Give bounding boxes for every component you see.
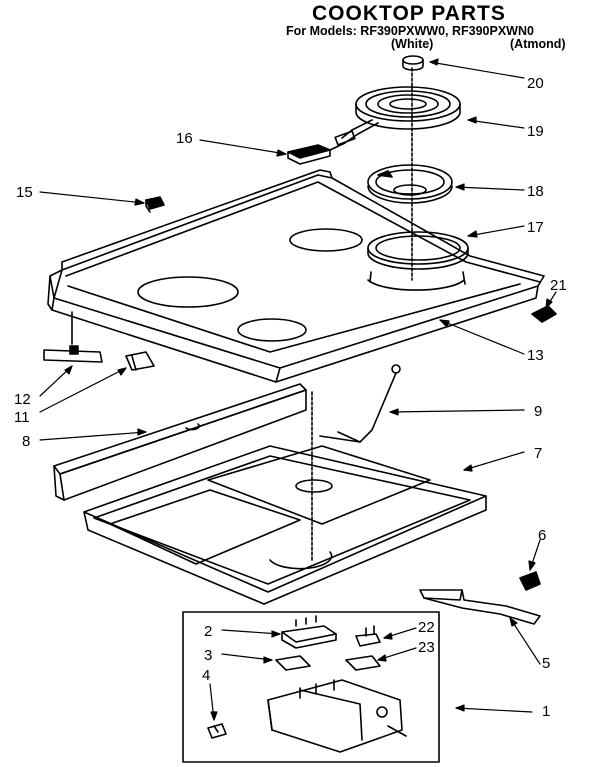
callout-numbers: 20 19 16 18 15 17 21 13 12 11 9 8 7 6 2 … (14, 75, 567, 720)
part-12-bracket (43, 311, 103, 363)
part-7-burner-box (83, 445, 487, 605)
part-4-clip (207, 723, 227, 739)
part-20-knob (402, 55, 424, 71)
callout-17: 17 (527, 219, 544, 236)
callout-5: 5 (542, 655, 550, 672)
part-1-bracket-assembly (267, 679, 407, 753)
callout-3: 3 (204, 647, 212, 664)
callout-4: 4 (202, 667, 210, 684)
part-13-cooktop (47, 169, 545, 383)
callout-12: 12 (14, 391, 31, 408)
part-9-rod (319, 364, 401, 443)
part-19-surface-element (334, 86, 461, 146)
part-23-insulator (345, 655, 381, 671)
callout-6: 6 (538, 527, 546, 544)
callout-15: 15 (16, 184, 33, 201)
part-8-front-rail (53, 383, 307, 501)
part-17-trim-ring (367, 231, 469, 270)
callout-18: 18 (527, 183, 544, 200)
part-22-terminal (355, 625, 381, 647)
page-title: COOKTOP PARTS (312, 2, 506, 25)
part-5-bracket (419, 589, 541, 625)
alignment-line (311, 67, 413, 561)
callout-20: 20 (527, 75, 544, 92)
part-16-terminal-block (287, 142, 346, 165)
callout-19: 19 (527, 123, 544, 140)
callout-21: 21 (550, 277, 567, 294)
callout-7: 7 (534, 445, 542, 462)
callout-13: 13 (527, 347, 544, 364)
callout-1: 1 (542, 703, 550, 720)
callout-11: 11 (14, 409, 30, 426)
models-line: For Models: RF390PXWW0, RF390PXWN0 (286, 24, 534, 38)
callout-2: 2 (204, 623, 212, 640)
callout-8: 8 (22, 433, 30, 450)
part-6-clip (519, 571, 541, 591)
callout-9: 9 (534, 403, 542, 420)
callout-23: 23 (418, 639, 435, 656)
part-3-insulator (275, 655, 311, 671)
part-21-clip (531, 305, 557, 323)
leader-lines (39, 58, 557, 721)
white-variant-label: (White) (391, 37, 434, 51)
almond-variant-label: (Atmond) (510, 37, 566, 51)
switch-assembly-frame (182, 611, 440, 763)
callout-16: 16 (176, 130, 193, 147)
callout-22: 22 (418, 619, 435, 636)
part-11-clip (125, 351, 155, 371)
part-15-clip (145, 196, 165, 213)
part-2-switch (281, 615, 337, 649)
part-18-drip-bowl (367, 164, 453, 204)
